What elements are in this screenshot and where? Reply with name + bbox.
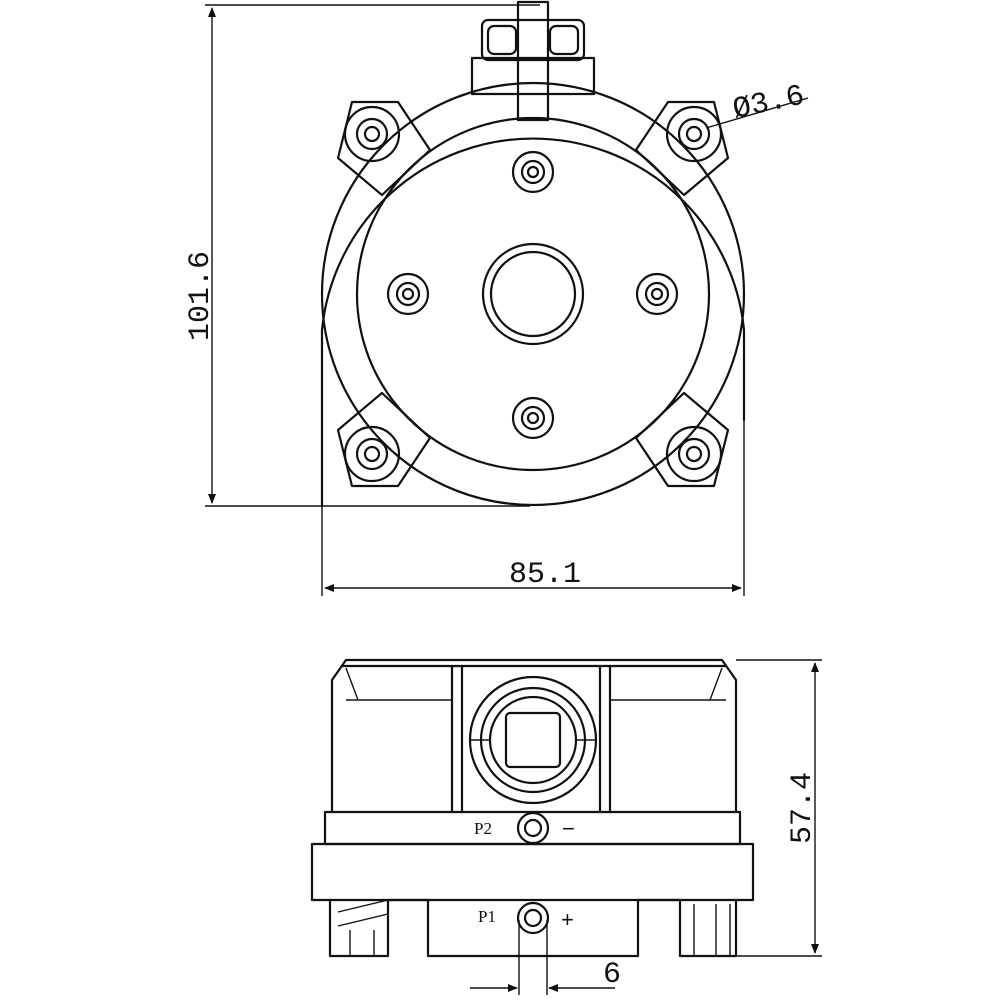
mounting-ear-top-right <box>634 100 730 197</box>
cover-plate <box>355 116 711 472</box>
mounting-ear-bottom-left <box>336 391 432 488</box>
outer-housing <box>320 137 746 508</box>
dim-port-label: 6 <box>603 958 621 992</box>
screw-left <box>386 272 430 316</box>
center-boss-inner <box>489 250 577 338</box>
mounting-ear-bottom-right <box>634 391 730 488</box>
hole-leader <box>705 97 809 129</box>
center-boss-outer <box>481 242 585 346</box>
port-p2-label: P2 <box>474 819 492 838</box>
cable-gland <box>470 0 596 122</box>
port-p1: P1 + <box>478 901 574 935</box>
cable-gland-front <box>468 675 598 805</box>
flange <box>310 842 755 902</box>
front-view: P2 − P1 + 6 57.4 <box>310 658 822 995</box>
port-p2: P2 − <box>474 811 575 845</box>
port-p1-label: P1 <box>478 907 496 926</box>
upper-housing <box>330 658 738 814</box>
screw-bottom <box>511 396 555 440</box>
middle-plate <box>323 810 742 846</box>
screw-top <box>511 150 555 194</box>
port-p1-sign: + <box>561 907 574 932</box>
port-p2-sign: − <box>562 816 575 841</box>
hole-diameter-label: Ø3.6 <box>730 80 808 128</box>
housing-ring <box>320 81 746 507</box>
mounting-ear-top-left <box>336 100 432 197</box>
top-view: 101.6 <box>184 0 809 596</box>
lower-body <box>328 898 738 958</box>
dim-front-height-label: 57.4 <box>786 772 820 844</box>
dim-height-label: 101.6 <box>184 251 218 341</box>
dim-width-label: 85.1 <box>509 558 581 592</box>
screw-right <box>635 272 679 316</box>
